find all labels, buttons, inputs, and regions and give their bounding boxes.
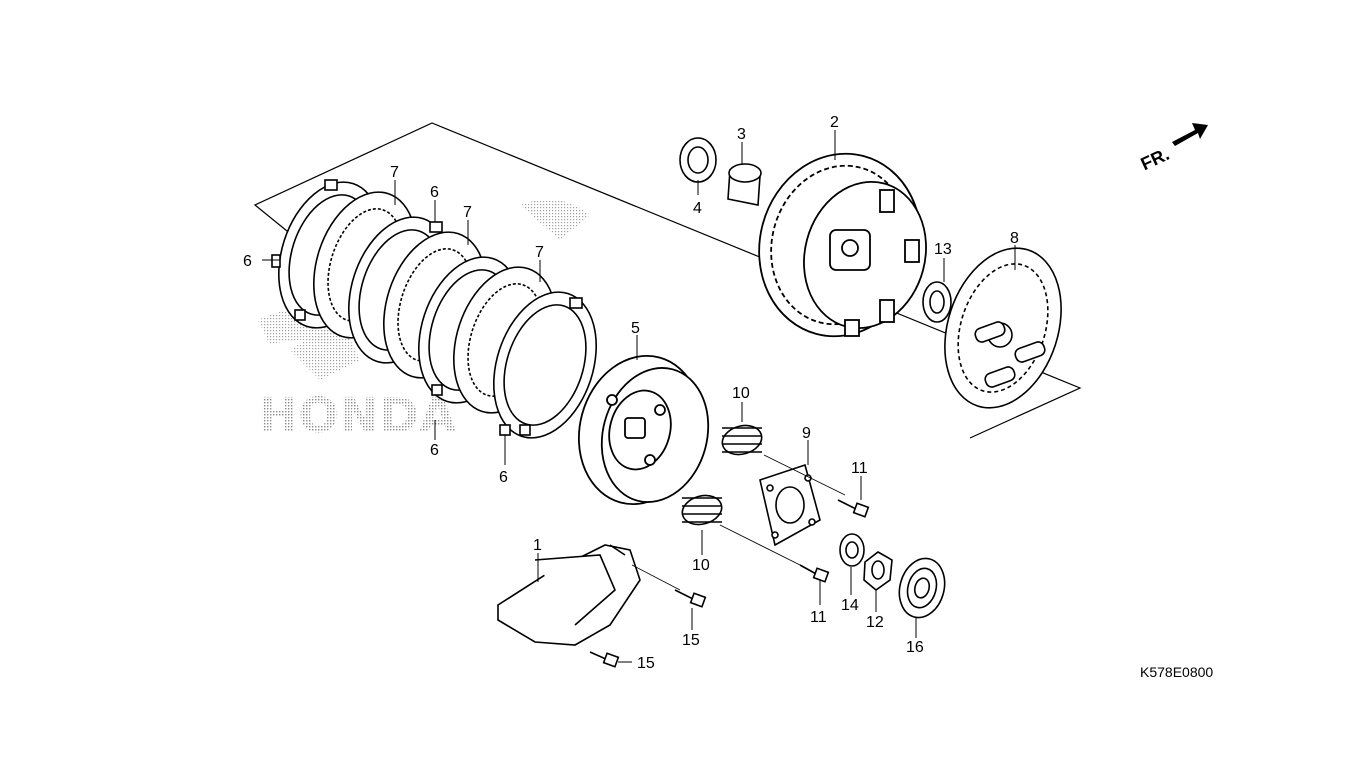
part-10-springs xyxy=(681,424,763,526)
figure-code: K578E0800 xyxy=(1140,664,1213,680)
part-4-ring xyxy=(679,137,717,183)
bolt-11b xyxy=(799,564,830,583)
part-3-collar xyxy=(727,163,762,206)
callout-6c: 6 xyxy=(430,442,439,459)
part-8-pressure-plate xyxy=(944,247,1062,409)
callout-5: 5 xyxy=(631,320,640,337)
callout-13: 13 xyxy=(934,241,952,258)
callout-1: 1 xyxy=(533,537,542,554)
front-label: FR. xyxy=(1138,144,1173,174)
assembly-outline xyxy=(253,122,1082,439)
part-15-bolts xyxy=(589,589,707,668)
bolt-11a xyxy=(837,499,870,518)
part-16-bearing xyxy=(898,557,946,619)
callout-16: 16 xyxy=(906,639,924,656)
leader-lines xyxy=(262,130,1016,663)
callout-labels: 1 2 3 4 5 6 6 6 6 7 7 7 8 9 10 10 11 11 … xyxy=(243,114,1019,672)
part-9-lifter-plate xyxy=(759,463,821,547)
callout-15b: 15 xyxy=(637,655,655,672)
part-13-washer xyxy=(922,281,952,323)
callout-11a: 11 xyxy=(851,460,868,477)
callout-9: 9 xyxy=(802,425,811,442)
bolt-15b xyxy=(589,651,620,668)
front-direction-indicator: FR. xyxy=(1138,123,1208,174)
callout-4: 4 xyxy=(693,200,702,217)
spring-lower xyxy=(681,494,723,526)
front-arrow-icon xyxy=(1172,123,1208,146)
callout-12: 12 xyxy=(866,614,884,631)
callout-11b: 11 xyxy=(810,609,827,626)
part-14-washer xyxy=(839,533,865,567)
callout-3: 3 xyxy=(737,126,746,143)
callout-10b: 10 xyxy=(692,557,710,574)
callout-10a: 10 xyxy=(732,385,750,402)
callout-8: 8 xyxy=(1010,230,1019,247)
friction-disc-6d xyxy=(493,291,597,439)
part-2-clutch-outer xyxy=(758,152,927,338)
spring-upper xyxy=(721,424,763,456)
clutch-plate-stack xyxy=(271,179,597,439)
callout-6a: 6 xyxy=(243,253,252,270)
part-5-clutch-center xyxy=(577,355,710,505)
callout-7b: 7 xyxy=(463,204,472,221)
callout-2: 2 xyxy=(830,114,839,131)
callout-15a: 15 xyxy=(682,632,700,649)
callout-7c: 7 xyxy=(535,244,544,261)
callout-6b: 6 xyxy=(430,184,439,201)
watermark-text: HONDA xyxy=(258,388,456,444)
part-1-cover xyxy=(497,544,641,646)
callout-14: 14 xyxy=(841,597,859,614)
part-11-bolts xyxy=(799,499,870,583)
callout-7a: 7 xyxy=(390,164,399,181)
callout-6d: 6 xyxy=(499,469,508,486)
bolt-15a xyxy=(674,589,707,608)
part-12-locknut xyxy=(863,551,893,592)
